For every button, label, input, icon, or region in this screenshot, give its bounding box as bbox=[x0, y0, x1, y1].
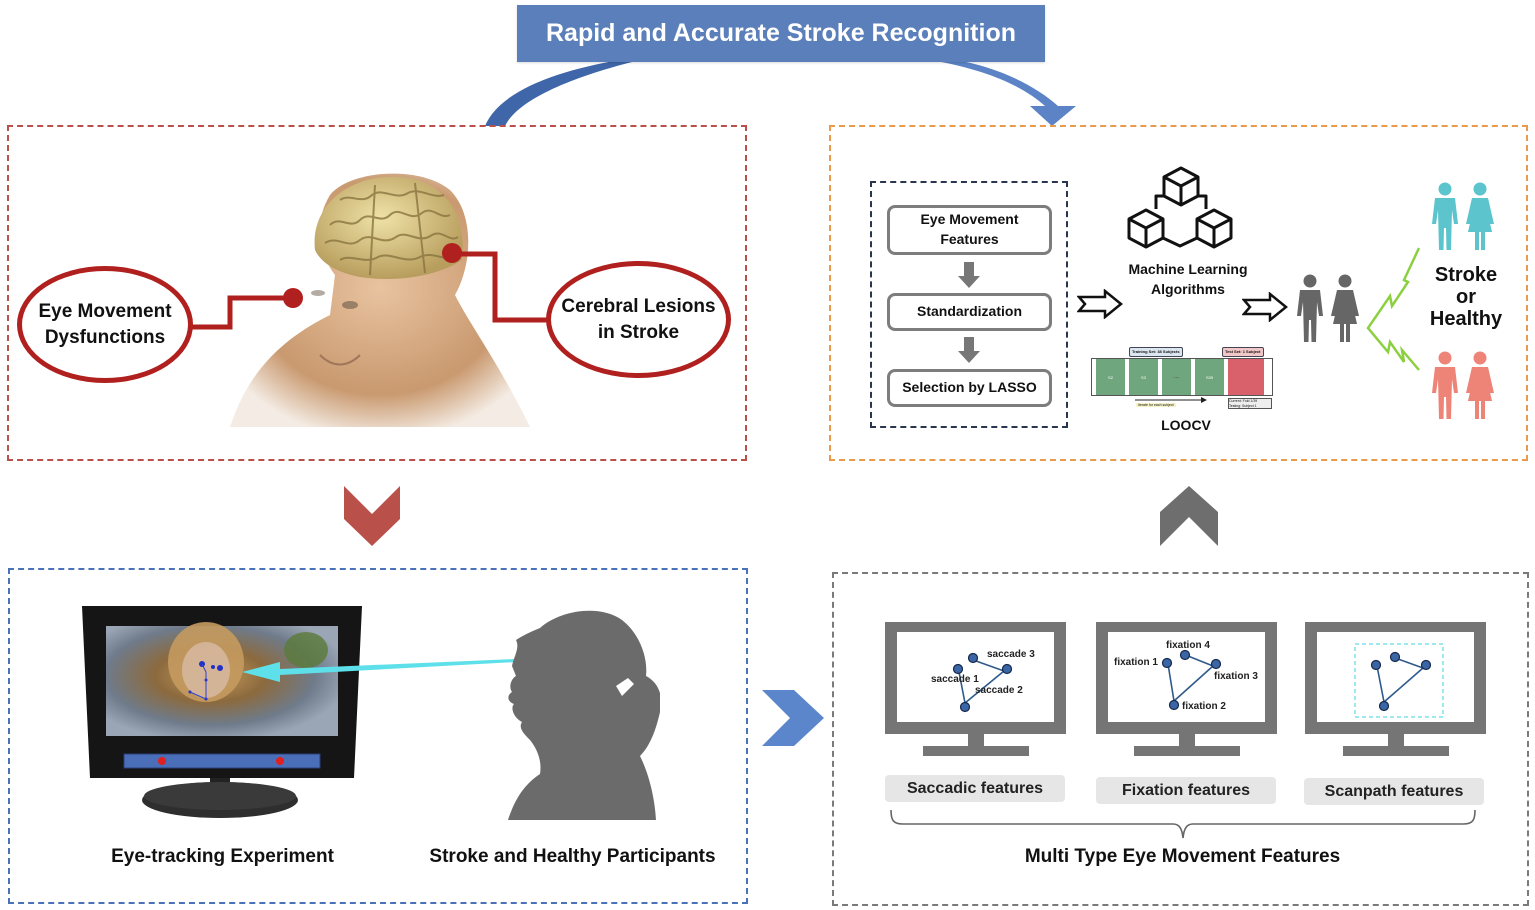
annotation: saccade 1 bbox=[931, 674, 979, 685]
preprocessing-pipeline-frame bbox=[870, 181, 1068, 428]
fold-cell: ... bbox=[1162, 359, 1191, 395]
multi-type-features-caption: Multi Type Eye Movement Features bbox=[1024, 846, 1341, 867]
fold-cell: S39 bbox=[1195, 359, 1224, 395]
machine-learning-cubes-icon bbox=[1127, 166, 1233, 249]
fold-cell: S2 bbox=[1096, 359, 1125, 395]
scanpath-monitor bbox=[1305, 622, 1486, 756]
lightning-split-icon bbox=[1366, 247, 1421, 371]
annotation: fixation 1 bbox=[1114, 657, 1158, 668]
participant-silhouette-image bbox=[508, 610, 660, 820]
fold-cell: S3 bbox=[1129, 359, 1158, 395]
eye-marker-dot bbox=[283, 288, 303, 308]
down-arrow-icon bbox=[958, 337, 980, 363]
brain-marker-dot bbox=[442, 243, 462, 263]
stroke-people-icon bbox=[1432, 351, 1494, 419]
annotation: fixation 2 bbox=[1182, 701, 1226, 712]
annotation: fixation 4 bbox=[1166, 640, 1210, 651]
panel-features bbox=[832, 572, 1529, 906]
participants-people-icon bbox=[1297, 274, 1359, 342]
curved-flow-arrow bbox=[485, 60, 640, 126]
scanpath-features-label: Scanpath features bbox=[1304, 778, 1484, 805]
gaze-arrow bbox=[242, 659, 516, 682]
annotation: fixation 3 bbox=[1214, 671, 1258, 682]
curved-flow-arrow-right bbox=[930, 60, 1076, 126]
up-chevron-icon bbox=[1160, 486, 1218, 546]
pipeline-step-lasso: Selection by LASSO bbox=[887, 369, 1052, 407]
annotation: saccade 2 bbox=[975, 685, 1023, 696]
eye-tracking-experiment-caption: Eye-tracking Experiment bbox=[111, 846, 334, 867]
panel-pathology bbox=[7, 125, 747, 461]
panel-experiment bbox=[8, 568, 748, 904]
pipeline-step-standardization: Standardization bbox=[887, 293, 1052, 331]
iterate-arrow-icon bbox=[1135, 397, 1207, 403]
panel-classification bbox=[829, 125, 1528, 461]
top-arrow-layer bbox=[485, 60, 1076, 126]
fixation-monitor: fixation 4 fixation 1 fixation 3 fixatio… bbox=[1096, 622, 1277, 756]
title-banner: Rapid and Accurate Stroke Recognition bbox=[517, 5, 1045, 62]
test-set-label: Test Set: 1 Subject bbox=[1222, 347, 1264, 357]
down-chevron-icon bbox=[344, 486, 400, 546]
eye-tracker-monitor-image bbox=[82, 606, 362, 818]
fixation-features-label: Fixation features bbox=[1096, 777, 1276, 804]
connector-lines bbox=[190, 243, 550, 330]
annotation: saccade 3 bbox=[987, 649, 1035, 660]
saccadic-monitor: saccade 3 saccade 1 saccade 2 bbox=[885, 622, 1066, 756]
hollow-arrow-icon bbox=[1242, 292, 1288, 322]
down-arrow-icon bbox=[958, 262, 980, 288]
loocv-caption: LOOCV bbox=[1161, 417, 1211, 433]
loocv-diagram: Training Set: 38 Subjects Test Set: 1 Su… bbox=[1091, 347, 1274, 409]
saccadic-features-label: Saccadic features bbox=[885, 775, 1065, 802]
participants-caption: Stroke and Healthy Participants bbox=[429, 846, 716, 867]
test-fold-cell bbox=[1228, 359, 1264, 395]
iterate-label: Iterate for each subject bbox=[1136, 403, 1176, 407]
scanpath-bounding-box bbox=[1354, 643, 1444, 718]
head-brain-illustration bbox=[230, 173, 530, 427]
grouping-brace bbox=[890, 809, 1476, 839]
hollow-arrow-icon bbox=[1077, 289, 1123, 319]
right-chevron-icon bbox=[762, 690, 824, 746]
healthy-people-icon bbox=[1432, 182, 1494, 250]
training-set-label: Training Set: 38 Subjects bbox=[1129, 347, 1183, 357]
